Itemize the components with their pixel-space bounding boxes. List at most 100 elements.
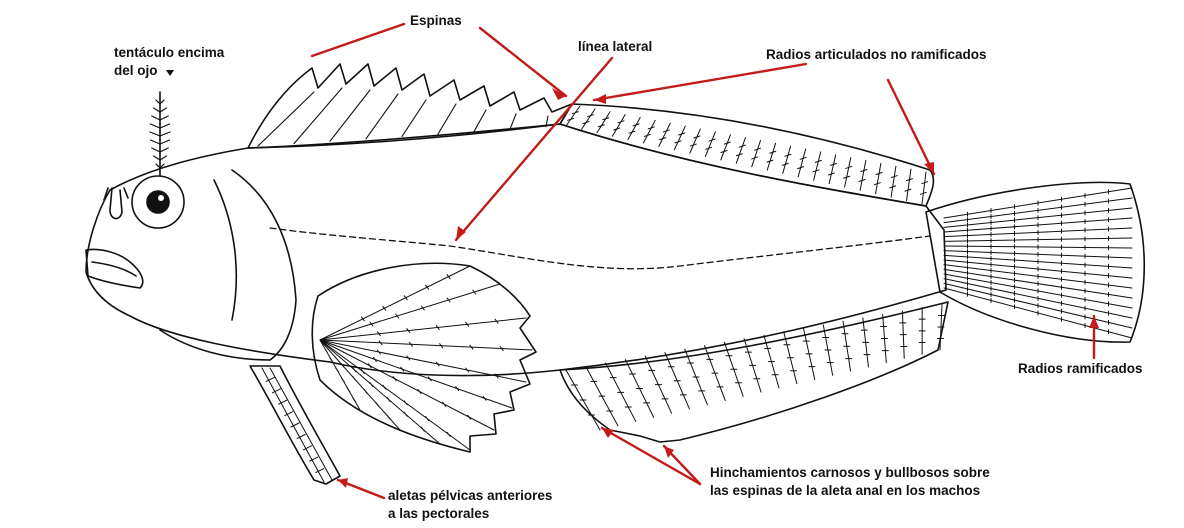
ray-segment — [442, 401, 447, 407]
ray-segment — [582, 121, 590, 125]
soft-dorsal-ray — [689, 128, 701, 154]
ray-segment — [494, 318, 499, 324]
ray-segment — [472, 289, 477, 295]
ray-segment — [352, 397, 357, 403]
ray-segment — [284, 411, 294, 417]
soft-dorsal-ray — [642, 119, 656, 144]
ray-segment — [797, 166, 805, 170]
ray-segment — [921, 181, 929, 185]
soft-dorsal-ray — [596, 111, 611, 134]
ray-segment — [446, 297, 451, 303]
ray-segment — [455, 386, 460, 392]
ray-segment — [403, 295, 408, 301]
ray-segment — [290, 422, 300, 428]
ray-segment — [467, 414, 472, 420]
dorsal-spine-ray — [437, 103, 457, 135]
ray-segment — [296, 433, 306, 439]
ray-segment — [406, 355, 411, 361]
ray-segment — [587, 114, 595, 118]
tentacle-branch — [159, 147, 169, 153]
label-linea-lateral: línea lateral — [578, 39, 653, 54]
ray-segment — [376, 349, 381, 355]
ray-segment — [465, 321, 470, 327]
ray-segment — [400, 366, 405, 372]
tentacle-branch — [155, 99, 161, 105]
ray-segment — [360, 368, 365, 374]
label-tentaculo-line2: del ojo — [114, 63, 158, 78]
pointer-espinas-right — [478, 26, 568, 98]
pointer-espinas-left — [310, 22, 406, 58]
ray-segment — [395, 313, 400, 319]
ray-segment — [873, 182, 881, 186]
soft-dorsal-ray — [751, 139, 762, 168]
soft-dorsal-ray — [704, 131, 716, 158]
ray-segment — [386, 396, 391, 402]
ray-segment — [382, 305, 387, 311]
soft-dorsal-ray — [813, 151, 822, 181]
ray-segment — [858, 178, 866, 182]
soft-dorsal-ray — [921, 171, 927, 205]
ray-segment — [427, 376, 432, 382]
spiny-dorsal-fin — [247, 63, 573, 149]
soft-dorsal-ray — [906, 168, 912, 202]
soft-dorsal-ray — [658, 122, 671, 147]
tentacle-branch — [159, 139, 171, 145]
ray-segment — [812, 169, 820, 173]
ray-segment — [335, 367, 340, 373]
pelvic-ray — [261, 367, 325, 483]
ray-segment — [302, 445, 312, 451]
pectoral-ray — [319, 339, 495, 431]
mouth — [85, 248, 144, 289]
dorsal-spine-ray — [509, 113, 517, 130]
ray-segment — [597, 124, 605, 128]
ray-segment — [860, 168, 868, 172]
tentacle-branch — [159, 155, 167, 161]
ray-segment — [435, 361, 440, 367]
soft-dorsal-fin — [559, 103, 935, 207]
label-tentaculo-line1: tentáculo encima — [114, 45, 225, 60]
pectoral-ray — [319, 339, 533, 351]
soft-dorsal-ray — [735, 137, 746, 164]
nasal-tentacle — [109, 187, 123, 220]
ray-segment — [315, 468, 325, 474]
label-radios-articulados: Radios articulados no ramificados — [766, 47, 987, 62]
anal-fin — [559, 301, 949, 443]
soft-dorsal-ray — [580, 108, 596, 130]
pointer-arrowheads — [338, 88, 1099, 488]
pectoral-ray — [319, 339, 441, 445]
ray-segment — [346, 387, 351, 393]
ray-segment — [446, 274, 451, 280]
pointer-linea-lateral — [454, 56, 614, 242]
ray-segment — [406, 328, 411, 334]
ray-segment — [919, 191, 927, 195]
pointer-hinchamientos-left — [600, 426, 702, 486]
ray-segment — [647, 126, 655, 130]
ray-segment — [905, 178, 913, 182]
pointer-radios-articulados-right — [886, 78, 936, 176]
ray-segment — [613, 127, 621, 131]
ray-segment — [408, 341, 413, 347]
ray-segment — [367, 363, 372, 369]
ray-segment — [659, 137, 667, 141]
dorsal-spine-ray — [473, 109, 487, 133]
soft-dorsal-ray — [611, 114, 626, 137]
dorsal-spine-ray — [401, 99, 427, 137]
ray-segment — [784, 153, 792, 157]
tentacle-branch — [159, 131, 171, 137]
tentacle-branch — [149, 139, 161, 145]
ray-segment — [271, 388, 281, 394]
lateral-line-curve — [269, 227, 931, 270]
ray-segment — [567, 117, 575, 121]
ray-segment — [386, 414, 391, 420]
ray-segment — [363, 388, 368, 394]
ray-segment — [678, 132, 686, 136]
ray-segment — [417, 388, 422, 394]
label-hinchamientos-line1: Hinchamientos carnosos y bullbosos sobre — [710, 465, 990, 480]
ray-segment — [602, 117, 610, 121]
ray-segment — [352, 367, 357, 373]
ray-segment — [376, 331, 381, 337]
ray-segment — [875, 172, 883, 176]
pectoral-ray — [319, 339, 471, 451]
ray-segment — [674, 140, 682, 144]
label-hinchamientos-line2: las espinas de la aleta anal en los mach… — [710, 483, 981, 498]
